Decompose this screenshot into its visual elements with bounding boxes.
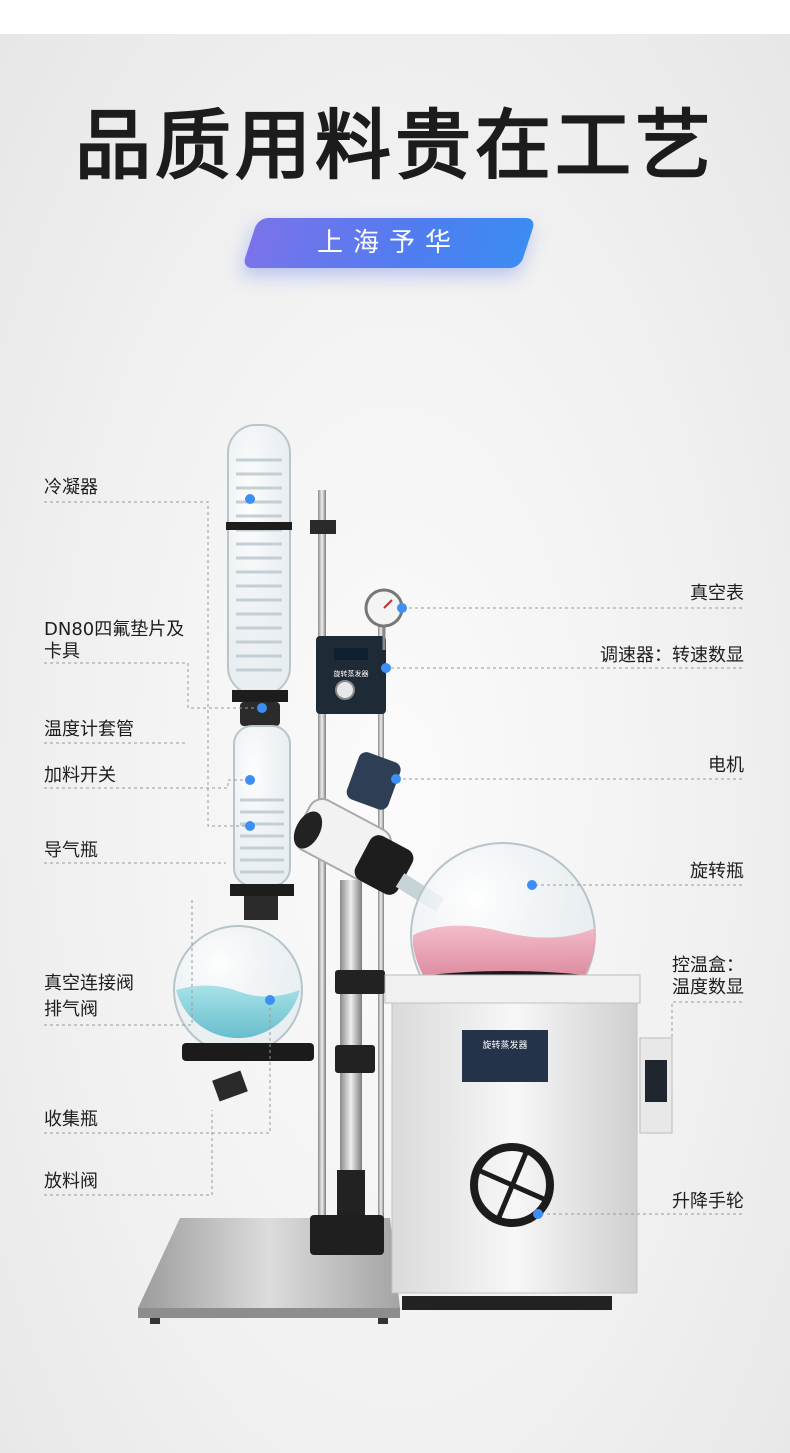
label-vacuum-gauge: 真空表 (690, 583, 744, 604)
label-discharge-valve: 放料阀 (44, 1171, 98, 1192)
condenser-marker (245, 494, 255, 504)
collection-flask (173, 925, 314, 1102)
motor-marker (391, 774, 401, 784)
label-guide-flask: 导气瓶 (44, 840, 98, 861)
label-thermo-sleeve: 温度计套管 (44, 719, 134, 740)
clamp-marker (257, 703, 267, 713)
label-lift-wheel: 升降手轮 (672, 1191, 744, 1212)
callout-markers (245, 494, 543, 1219)
top-white-strip (0, 0, 790, 34)
vacuum-gauge (364, 588, 404, 650)
page-headline: 品质用料贵在工艺 (75, 101, 715, 190)
motor-assembly (293, 752, 445, 912)
leader-lines (44, 501, 742, 1215)
lift-wheel-marker (533, 1209, 543, 1219)
label-clamp-line1: DN80四氟垫片及 (44, 619, 185, 640)
brand-badge-label: 上海予华 (316, 228, 461, 258)
heating-bath: 旋转蒸发器 (384, 971, 673, 1310)
rod-clamps (310, 520, 385, 1073)
label-condenser: 冷凝器 (44, 477, 98, 498)
label-motor: 电机 (708, 755, 744, 776)
label-rotary-flask: 旋转瓶 (690, 861, 744, 882)
condenser (226, 424, 294, 920)
label-temp-box-line2: 温度数显 (672, 977, 744, 998)
label-speed-controller: 调速器：转速数显 (600, 645, 744, 666)
collection-flask-marker (265, 995, 275, 1005)
bath-plate: 旋转蒸发器 (482, 1039, 527, 1051)
vacuum-gauge-marker (397, 603, 407, 613)
guide-flask-marker (245, 821, 255, 831)
feed-switch-marker (245, 775, 255, 785)
label-vent-valve: 排气阀 (44, 999, 98, 1020)
controller-marker (381, 663, 391, 673)
label-clamp-line2: 卡具 (44, 641, 80, 662)
label-feed-switch: 加料开关 (44, 765, 116, 786)
label-temp-box-line1: 控温盒： (672, 955, 744, 976)
control-box-plate: 旋转蒸发器 (334, 669, 369, 678)
label-vacuum-valve: 真空连接阀 (44, 973, 134, 994)
speed-control-box: 旋转蒸发器 (316, 636, 386, 714)
rotary-flask-marker (527, 880, 537, 890)
label-collection-flask: 收集瓶 (44, 1109, 98, 1130)
